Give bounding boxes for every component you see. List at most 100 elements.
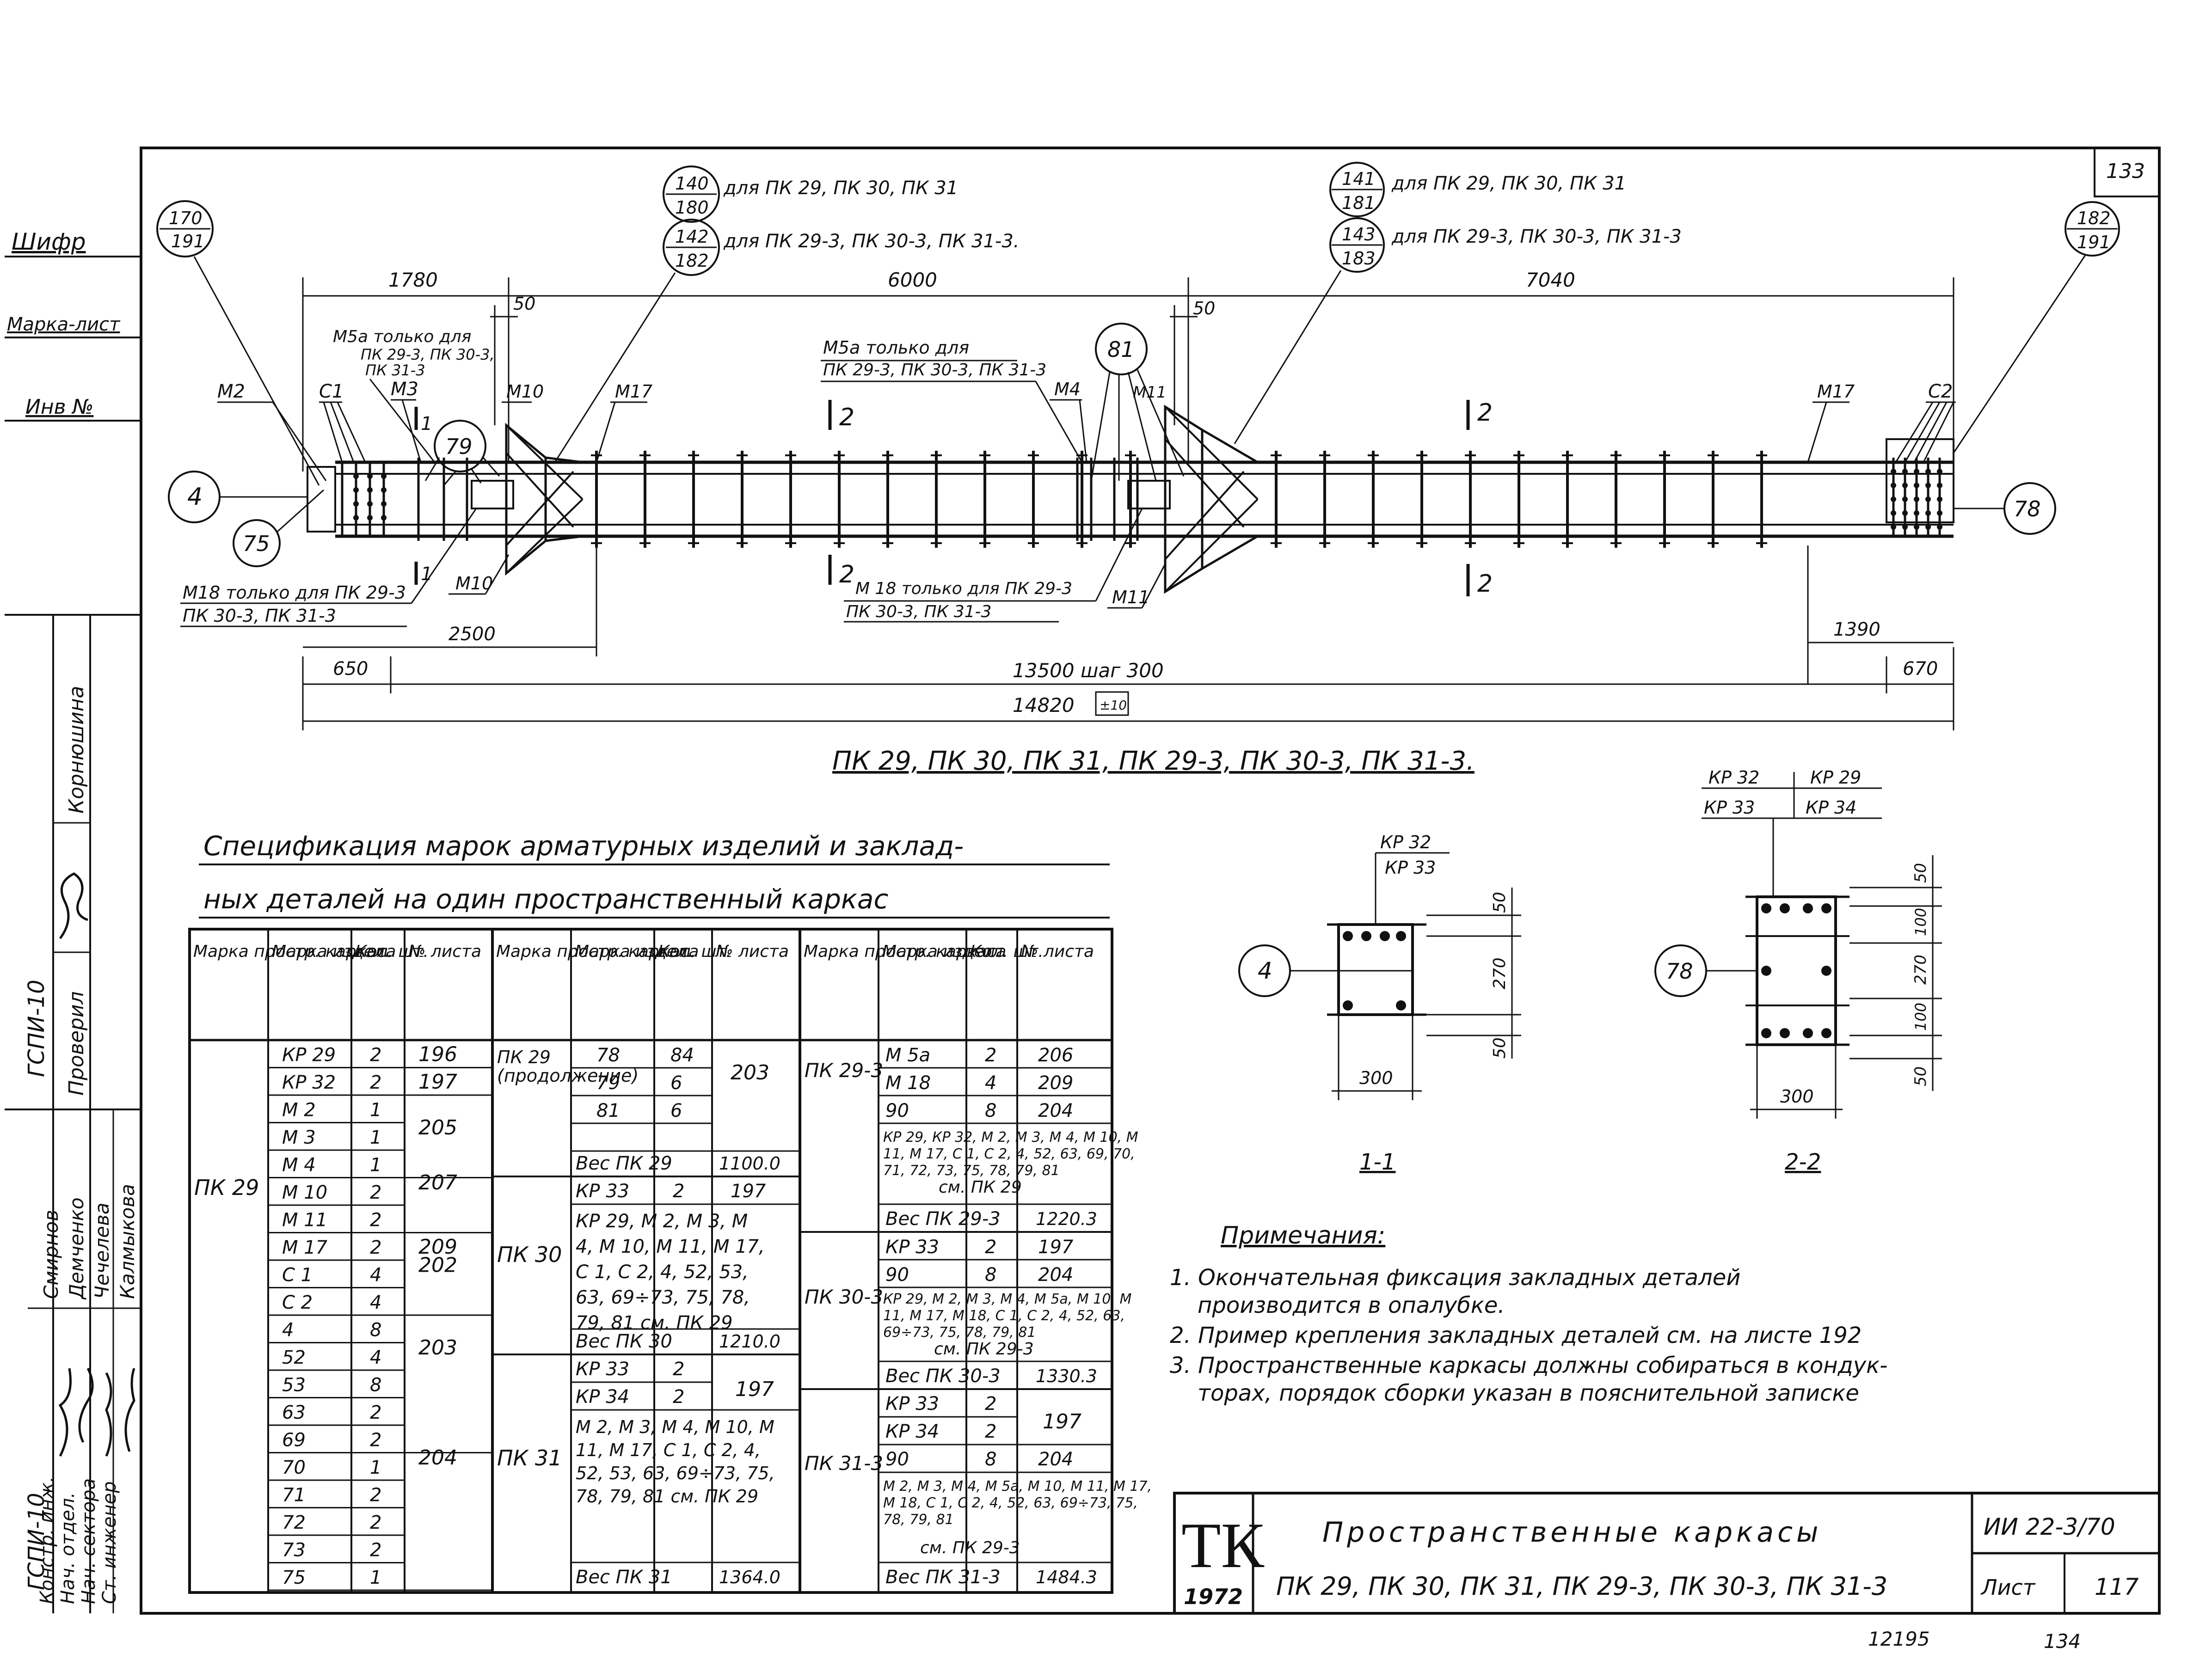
note-m5-left-1: М5а только для — [333, 327, 471, 346]
b1-item-13: 63 — [282, 1402, 306, 1423]
mark-m10-bottom: М10 — [455, 573, 493, 594]
b2-cont-qty-1: 6 — [670, 1072, 682, 1094]
s11-d300: 300 — [1359, 1068, 1393, 1088]
b3-r67-sheet: 197 — [1043, 1410, 1081, 1433]
circle-75: 75 — [243, 531, 270, 556]
b3-r1-qty: 2 — [985, 1045, 996, 1066]
element-marks: М2 С1 М3 М10 М17 М4 М11 М17 С2 М10 — [217, 379, 1956, 609]
b1-sheet-8: 202 — [418, 1254, 457, 1277]
b3-r8-item: 90 — [885, 1449, 909, 1470]
note-1b: производится в опалубке. — [1198, 1292, 1505, 1318]
b2-pk31-kr2: КР 34 — [576, 1386, 629, 1408]
b1-qty-4: 1 — [370, 1155, 381, 1176]
dim-14820: 14820 — [1013, 694, 1075, 717]
b1-item-0: КР 29 — [282, 1045, 336, 1066]
s22-d300: 300 — [1780, 1086, 1814, 1107]
b3-w3-label: Вес ПК 31-3 — [885, 1567, 1001, 1588]
note-m5-left-2: ПК 29-3, ПК 30-3, — [361, 346, 495, 363]
hdr-item-0: Марка издел. — [272, 942, 390, 961]
stamp-roles: Констр. инж. Нач. отдел. Нач. сектора Ст… — [37, 1476, 120, 1604]
hdr-item-1: Марка издел. — [575, 942, 693, 961]
notes-title: Примечания: — [1221, 1222, 1385, 1250]
elevation-view: 1780 6000 7040 50 50 — [156, 162, 2120, 776]
stamp-org-2: ГСПИ-10 — [24, 1493, 49, 1590]
mark-m17-left: М17 — [615, 381, 652, 402]
mark-m4: М4 — [1054, 379, 1081, 399]
note-m18-mid-2: ПК 30-3, ПК 31-3 — [846, 602, 991, 621]
stamp-role-4: Ст. инженер — [99, 1481, 120, 1604]
note-m5-left-3: ПК 31-3 — [365, 361, 425, 379]
sheet-number: 133 — [2106, 159, 2145, 183]
stamp-role-3: Нач. сектора — [78, 1478, 99, 1604]
note-m18-left-2: ПК 30-3, ПК 31-3 — [183, 606, 336, 626]
b2-cont-qty-2: 6 — [670, 1100, 682, 1121]
s11-label: 1-1 — [1359, 1149, 1395, 1175]
note-m5-mid-2: ПК 29-3, ПК 30-3, ПК 31-3 — [823, 361, 1046, 380]
b3-r4-item: КР 33 — [885, 1237, 939, 1258]
b3-r3-sheet: 204 — [1038, 1100, 1073, 1121]
stamp-role-2: Нач. отдел. — [57, 1492, 79, 1604]
callout-182-bottom: 191 — [2077, 232, 2111, 252]
b2-pk30-kr-sheet: 197 — [731, 1181, 766, 1202]
dim-1390: 1390 — [1833, 619, 1880, 640]
callout-143-bottom: 183 — [1342, 248, 1376, 269]
s22-rebar-dots — [1761, 903, 1831, 1038]
stamp-marka-list: Марка-лист — [7, 314, 121, 335]
hdr-qty-2: Кол. шт. — [970, 942, 1044, 961]
b2-w29-label: Вес ПК 29 — [576, 1153, 672, 1174]
b3-w1-label: Вес ПК 29-3 — [885, 1208, 1001, 1230]
circle-4: 4 — [187, 483, 203, 511]
b3-pk30-3: ПК 30-3 — [805, 1286, 883, 1308]
mark-c1: С1 — [319, 381, 344, 402]
hdr-qty-1: Кол. шт. — [658, 942, 731, 961]
stamp-name-3: Чечелева — [91, 1203, 113, 1299]
b3-w2: 1330.3 — [1036, 1366, 1097, 1386]
b1-qty-5: 2 — [370, 1182, 381, 1203]
s11-d50-top: 50 — [1490, 892, 1509, 913]
b1-item-5: М 10 — [282, 1182, 327, 1203]
mark-m2: М2 — [217, 381, 245, 402]
callout-170-top: 170 — [169, 208, 203, 228]
title-line-1: Пространственные каркасы — [1322, 1516, 1822, 1549]
s22-kr33: КР 33 — [1704, 797, 1755, 818]
circle-79: 79 — [445, 434, 473, 459]
stamp-name-1: Смирнов — [40, 1210, 62, 1299]
b3-t2b: см. ПК 29-3 — [934, 1340, 1034, 1359]
b1-sheet-1: 197 — [418, 1070, 457, 1094]
hdr-carcass-0: Марка простр. каркаса — [193, 942, 396, 961]
s22-d50-bottom: 50 — [1911, 1066, 1930, 1086]
b3-r1-item: М 5а — [885, 1045, 930, 1066]
stamp-proveril: Проверил — [65, 991, 88, 1096]
bottom-dims: 2500 1390 650 13500 шаг 300 670 14820 ±1… — [302, 545, 1954, 730]
b1-qty-7: 2 — [370, 1237, 381, 1258]
note-3a: 3. Пространственные каркасы должны собир… — [1170, 1353, 1887, 1378]
callout-143-note: для ПК 29-3, ПК 30-3, ПК 31-3 — [1391, 226, 1682, 247]
dim-2500: 2500 — [449, 624, 496, 645]
middle-flare — [1127, 404, 1259, 594]
b1-item-12: 53 — [282, 1375, 306, 1396]
b3-r6-qty: 2 — [985, 1393, 996, 1415]
mark-m11-bottom: М11 — [1112, 587, 1149, 607]
dim-1780: 1780 — [388, 269, 438, 291]
callout-142-top: 142 — [675, 227, 709, 247]
b3-r2-item: М 18 — [885, 1072, 931, 1094]
callout-140-note: для ПК 29, ПК 30, ПК 31 — [723, 178, 958, 199]
elevation-title: ПК 29, ПК 30, ПК 31, ПК 29-3, ПК 30-3, П… — [832, 746, 1475, 776]
stamp-surname-k: Корнюшина — [65, 686, 88, 814]
stamp-name-4: Калмыкова — [116, 1184, 139, 1299]
b1-item-7: М 17 — [282, 1237, 328, 1258]
stamp-names: Смирнов Демченко Чечелева Калмыкова — [40, 1184, 139, 1300]
b3-r8-qty: 8 — [985, 1449, 996, 1470]
callout-182-top: 182 — [2077, 208, 2111, 228]
s22-kr32: КР 32 — [1708, 767, 1759, 788]
b3-r5-sheet: 204 — [1038, 1264, 1073, 1286]
note-2: 2. Пример крепления закладных деталей см… — [1170, 1323, 1862, 1348]
b3-r6-item: КР 33 — [885, 1393, 939, 1415]
b2-cont-item-2: 81 — [596, 1100, 620, 1121]
callout-142-bottom: 182 — [675, 251, 709, 271]
right-end-bars — [1886, 438, 1954, 523]
title-list-label: Лист — [1980, 1575, 2036, 1600]
